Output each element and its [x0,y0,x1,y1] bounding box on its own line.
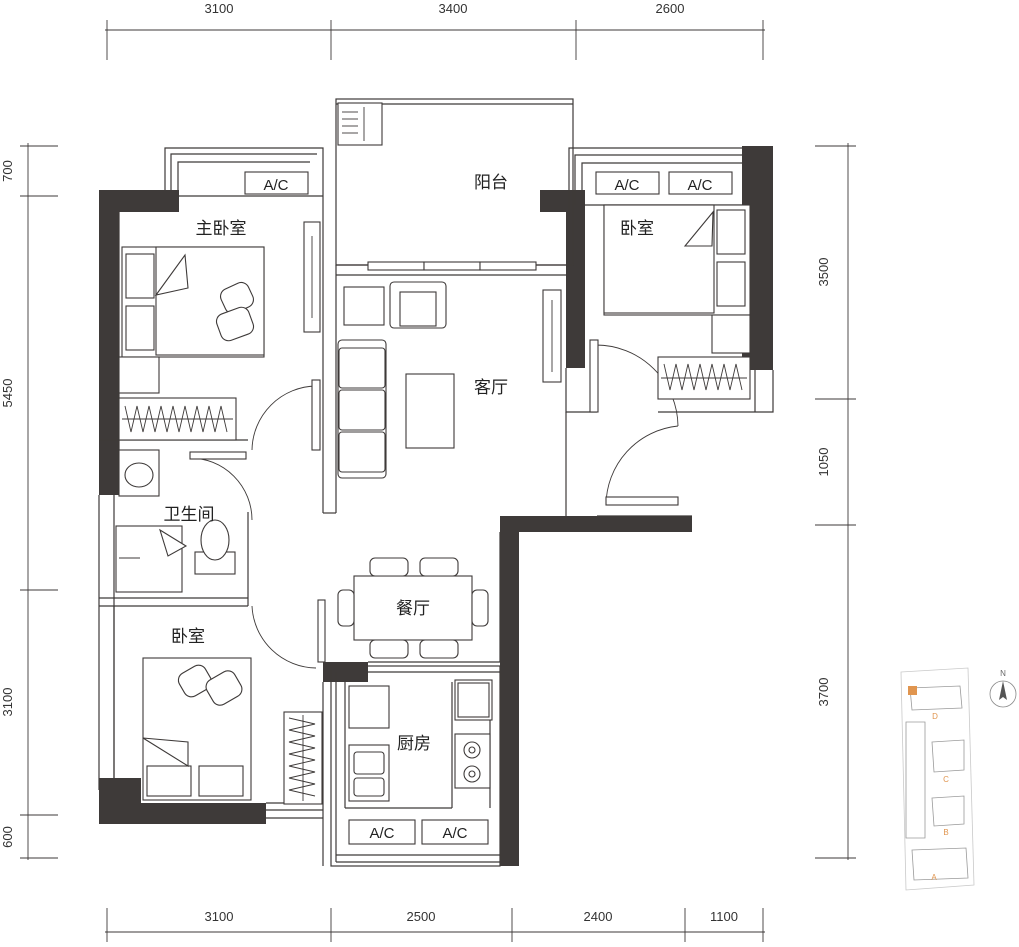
ac-unit-kitchen-2: A/C [421,819,489,845]
room-label-bathroom: 卫生间 [164,505,215,525]
dim-left-1: 700 [0,160,15,182]
stove-icon [454,733,491,789]
room-label-master-bedroom: 主卧室 [196,219,247,239]
room-label-balcony: 阳台 [474,173,508,193]
site-label-a: A [931,873,937,882]
room-label-kitchen: 厨房 [397,734,431,754]
bedroom-sw-bed-icon [142,657,252,801]
dim-top-2: 3400 [439,1,468,16]
dimension-lines [20,20,856,942]
ac-label-1: A/C [263,177,288,194]
ac-label-2: A/C [614,177,639,194]
dim-left-2: 5450 [0,379,15,408]
dim-right-1: 3500 [816,258,831,287]
ac-label-3: A/C [687,177,712,194]
sink-icon [118,449,160,497]
fridge-icon [454,679,493,721]
dim-right-3: 3700 [816,678,831,707]
room-label-living-room: 客厅 [474,378,508,398]
dim-left-4: 600 [0,826,15,848]
dim-bottom-3: 2400 [584,909,613,924]
toilet-icon [194,519,236,575]
compass-north-label: N [1000,669,1006,678]
shower-icon [115,525,188,593]
ac-unit-master: A/C [244,171,309,195]
site-label-b: B [943,828,948,837]
bedroom-ne-bed-icon [603,204,751,354]
site-buildings [905,685,969,881]
sofa-icon [337,339,387,479]
room-label-dining-room: 餐厅 [396,599,430,619]
dim-top-3: 2600 [656,1,685,16]
dim-bottom-4: 1100 [710,909,738,924]
dim-bottom-2: 2500 [407,909,436,924]
coffee-table-icon [405,373,455,449]
room-label-bedroom-ne: 卧室 [620,219,654,239]
ac-unit-ne-1: A/C [595,171,660,195]
kitchen-sink-icon [348,685,390,802]
room-label-bedroom-sw: 卧室 [171,627,205,647]
dim-left-3: 3100 [0,688,15,717]
armchair-icon [343,281,447,329]
ac-unit-ne-2: A/C [668,171,733,195]
wardrobe-ne-icon [657,356,751,400]
dining-table-icon [337,557,489,659]
dim-right-2: 1050 [816,448,831,477]
site-label-d: D [932,712,938,721]
doors [189,221,679,669]
site-highlight-marker [908,686,917,695]
site-plan-inset: D C B A [900,667,975,891]
washing-machine-icon [337,102,383,146]
dim-bottom-1: 3100 [205,909,234,924]
thick-walls [99,146,773,866]
wardrobe-sw-icon [283,711,323,805]
thin-walls [98,98,774,867]
site-label-c: C [943,775,949,784]
compass-icon: N [989,669,1017,708]
dim-top-1: 3100 [205,1,234,16]
ac-unit-kitchen-1: A/C [348,819,416,845]
ac-label-5: A/C [442,825,467,842]
wardrobe-master-icon [118,397,237,441]
ac-label-4: A/C [369,825,394,842]
master-bed-icon [118,246,265,394]
